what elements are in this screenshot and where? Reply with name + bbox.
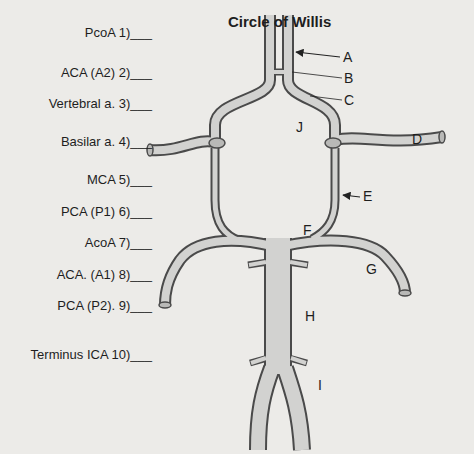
right-aca-vessel xyxy=(288,15,335,145)
left-pca-vessel xyxy=(165,241,272,305)
branch-fill xyxy=(290,262,307,265)
blank-item: PCA (P2). 9)___ xyxy=(0,298,152,314)
right-mca-fill xyxy=(335,137,442,140)
blank-item: PcoA 1)___ xyxy=(0,25,152,41)
callout-letter: G xyxy=(366,261,377,277)
blank-item: Terminus ICA 10)___ xyxy=(0,347,152,363)
callout-letter: I xyxy=(318,377,322,393)
diagram-title: Circle of Willis xyxy=(228,14,331,30)
callout-letter: C xyxy=(344,92,354,108)
leader-arrow xyxy=(343,195,360,197)
right-aca-fill xyxy=(288,15,335,145)
callout-letter: J xyxy=(296,119,303,135)
blank-item: Vertebral a. 3)___ xyxy=(0,96,152,112)
blank-item: PCA (P1) 6)___ xyxy=(0,204,152,220)
ica-cut-end xyxy=(325,138,341,148)
vessel-cut-end xyxy=(399,290,411,296)
vessel-cut-end xyxy=(159,302,171,308)
callout-letter: A xyxy=(343,49,352,65)
basilar-fill xyxy=(266,238,290,374)
blank-item: ACA. (A1) 8)___ xyxy=(0,267,152,283)
callout-letter: B xyxy=(344,70,353,86)
callout-letter: E xyxy=(363,188,372,204)
left-aca-vessel xyxy=(215,15,270,145)
vessel-cut-end xyxy=(439,131,445,143)
leader-line xyxy=(292,72,342,78)
branch-fill xyxy=(251,358,266,363)
blank-item: AcoA 7)___ xyxy=(0,235,152,251)
left-aca-fill xyxy=(215,15,270,145)
left-mca-fill xyxy=(150,141,215,150)
vessel-outlines xyxy=(150,15,442,450)
blank-item: MCA 5)___ xyxy=(0,172,152,188)
vessel-fills xyxy=(147,15,445,450)
right-vertebral-fill xyxy=(285,368,302,450)
right-vertebral-vessel xyxy=(285,368,302,450)
left-mca-vessel xyxy=(150,141,215,150)
right-pca-vessel xyxy=(284,241,405,293)
left-pca-fill xyxy=(165,241,272,305)
right-pcoa-fill xyxy=(312,148,335,239)
callout-letter: D xyxy=(412,131,422,147)
right-pcoa-vessel xyxy=(312,148,335,239)
left-vertebral-fill xyxy=(258,368,272,450)
left-pcoa-vessel xyxy=(215,148,240,241)
acoa-fill xyxy=(273,70,285,74)
right-pca-fill xyxy=(284,241,405,293)
ica-cut-end xyxy=(209,138,225,148)
branch-fill xyxy=(291,358,306,363)
leader-line xyxy=(310,96,342,100)
branch-fill xyxy=(249,262,266,265)
right-mca-vessel xyxy=(335,137,442,140)
blank-item: Basilar a. 4)___ xyxy=(0,134,152,150)
leader-arrow xyxy=(296,52,340,57)
callout-letter: F xyxy=(303,222,312,238)
blank-item: ACA (A2) 2)___ xyxy=(0,65,152,81)
leader-arrows xyxy=(292,52,360,197)
left-pcoa-fill xyxy=(215,148,240,241)
callout-letter: H xyxy=(305,308,315,324)
left-vertebral-vessel xyxy=(258,368,272,450)
